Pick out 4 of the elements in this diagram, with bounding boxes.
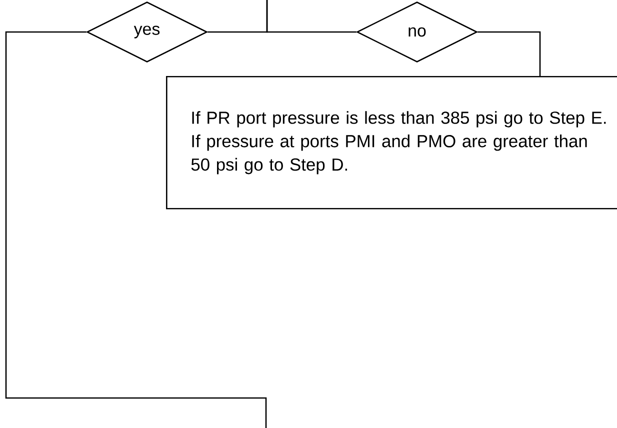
connector-line xyxy=(5,31,267,428)
instruction-box: If PR port pressure is less than 385 psi go to Step E. If pressure at ports PMI and PMO are greater than 50 psi go to Step D. xyxy=(166,76,617,210)
connector-line xyxy=(266,0,356,33)
connector-line xyxy=(478,31,541,76)
